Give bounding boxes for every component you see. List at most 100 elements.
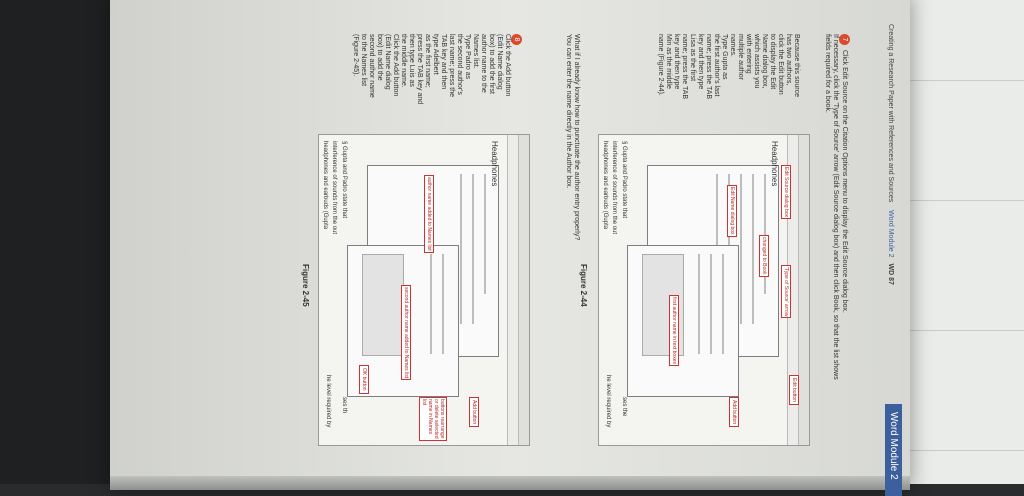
field-line	[484, 174, 486, 294]
field-line	[460, 174, 462, 324]
step-8-line: the middle name.	[400, 34, 407, 88]
edit-button-label: Edit button	[789, 375, 799, 405]
running-header: Creating a Research Paper with Reference…	[878, 24, 894, 454]
tiled-surface	[900, 0, 1024, 484]
step-7-bullet-line: name; press the TAB	[681, 34, 688, 100]
step-7-bullet-line: Min as the middle	[665, 34, 672, 89]
doc-line: headphones and earbuds (Gupta	[602, 141, 608, 230]
step-7-bullet-line: Type Gupta as	[721, 34, 728, 80]
running-head-text: Creating a Research Paper with Reference…	[887, 24, 894, 203]
textbook-page: Creating a Research Paper with Reference…	[110, 0, 910, 496]
step-7-bullet-line: key and then type	[697, 34, 704, 90]
step-8-line: author name to the	[480, 34, 487, 93]
field-line	[442, 254, 444, 354]
step-8-line: type Adelbert	[432, 34, 439, 75]
doc-line: interference of sounds from the out	[331, 141, 337, 235]
step-8-line: TAB key and then	[440, 34, 447, 90]
field-line	[710, 254, 712, 354]
doc-line: ses the	[621, 397, 627, 417]
doc-line: interference of sounds from the out	[611, 141, 617, 235]
figure-2-44-caption: Figure 2-44	[579, 264, 588, 307]
ribbon-row	[507, 135, 518, 445]
callout-edit-name: Edit Name dialog box	[727, 185, 737, 237]
field-line	[722, 254, 724, 354]
step-7-bullet-line: Lisa as the first	[689, 34, 696, 82]
step-8-line: (Edit Name dialog	[384, 34, 391, 90]
answer-text: You can enter the name directly in the A…	[565, 34, 572, 189]
step-8-number: 8	[511, 34, 522, 45]
dark-table-edge	[0, 0, 110, 484]
textbook: Creating a Research Paper with Reference…	[110, 0, 910, 496]
doc-line: § Gupta and Padro state that	[621, 141, 627, 219]
textbook-page-rotated: Creating a Research Paper with Reference…	[110, 0, 910, 496]
step-7-bullet-line: Name dialog box,	[761, 34, 768, 89]
figure-2-45-caption: Figure 2-45	[301, 264, 310, 307]
ok-button-label: OK button	[359, 365, 369, 394]
step-7-bullet-line: to display the Edit	[769, 34, 776, 90]
doc-heading: Headphones	[770, 141, 779, 187]
step-7-bullet-line: the first author's last	[713, 34, 720, 97]
step-8-line: the second author's	[456, 34, 463, 95]
step-7-bullet-line: with entering	[745, 34, 752, 74]
doc-line: he level required by	[605, 375, 611, 428]
callout-rearrange-buttons: buttons rearrange or delete selected nam…	[419, 397, 447, 441]
step-8-line: then type Luis as	[408, 34, 415, 87]
module-label: Word Module 2	[887, 210, 894, 258]
question-answer: What if I already know how to punctuate …	[564, 34, 580, 244]
step-7-bullet-line: name (Figure 2-44).	[657, 34, 664, 96]
callout-author-added: author name added to Names list	[424, 175, 434, 253]
callout-edit-source: Edit Source dialog box	[781, 165, 791, 220]
page-number: WD 87	[887, 263, 894, 285]
edit-name-dialog	[627, 245, 739, 397]
figure-2-44: Edit Source dialog box 'Type of Source' …	[598, 134, 810, 446]
step-7-bullet-line: Because this source	[793, 34, 800, 98]
step-8-line: box) to add the	[376, 34, 383, 81]
field-line	[752, 174, 754, 324]
step-7-line3: fields required for a book.	[824, 34, 831, 113]
step-7-bullet-line: key and then type	[673, 34, 680, 90]
step-8-line: last name; press the	[448, 34, 455, 98]
step-8-line: Click the Add button	[392, 34, 399, 97]
step-8-line: (Edit Name dialog	[496, 34, 503, 90]
page-binding-shadow	[110, 476, 910, 490]
step-8-line: press the TAB key and	[416, 34, 423, 105]
question-text: What if I already know how to punctuate …	[573, 34, 580, 241]
ribbon-bar	[798, 135, 809, 445]
doc-line: headphones and earbuds (Gupta	[322, 141, 328, 230]
add-button-label: Add button	[469, 397, 479, 428]
step-8-line: second author name	[368, 34, 375, 98]
figure-2-45: author name added to Names list second a…	[318, 134, 530, 446]
tile-line	[900, 200, 1024, 201]
doc-line: ses th	[341, 397, 347, 414]
field-line	[698, 254, 700, 354]
step-7-bullet-line: name; press the TAB	[705, 34, 712, 100]
tile-line	[900, 330, 1024, 331]
step-8-line: Type Padro as	[464, 34, 471, 80]
names-list	[362, 254, 404, 356]
field-line	[472, 174, 474, 324]
step-8-line: as the first name;	[424, 34, 431, 88]
step-8-line: (Figure 2-45).	[352, 34, 359, 77]
doc-line: he level required by	[325, 375, 331, 428]
step-8-line: to the Names list	[360, 34, 367, 87]
step-7-bullet-line: multiple author	[737, 34, 744, 80]
step-8-line: Names list.	[472, 34, 479, 69]
callout-type-of-source: 'Type of Source' arrow	[781, 265, 791, 319]
callout-changed-to-book: changed to Book	[759, 235, 769, 277]
step-7-line1: Click Edit Source on the Citation Option…	[841, 49, 848, 313]
step-7-number: 7	[839, 34, 850, 45]
callout-second-author: second author name added to Names list	[401, 285, 411, 381]
step-7-bullet-line: click the Edit button	[777, 34, 784, 95]
doc-heading: Headphones	[490, 141, 499, 187]
tile-line	[900, 450, 1024, 451]
step-7-intro: 7 Click Edit Source on the Citation Opti…	[823, 34, 850, 464]
tile-line	[900, 80, 1024, 81]
add-button-label: Add button	[729, 397, 739, 428]
step-8-line: box) to add the first	[488, 34, 495, 94]
doc-line: § Gupta and Padro state that	[341, 141, 347, 219]
step-8-line: Click the Add button	[504, 34, 511, 97]
callout-first-author: first author name in text boxes	[669, 295, 679, 366]
step-7-bullet-line: has two authors,	[785, 34, 792, 86]
